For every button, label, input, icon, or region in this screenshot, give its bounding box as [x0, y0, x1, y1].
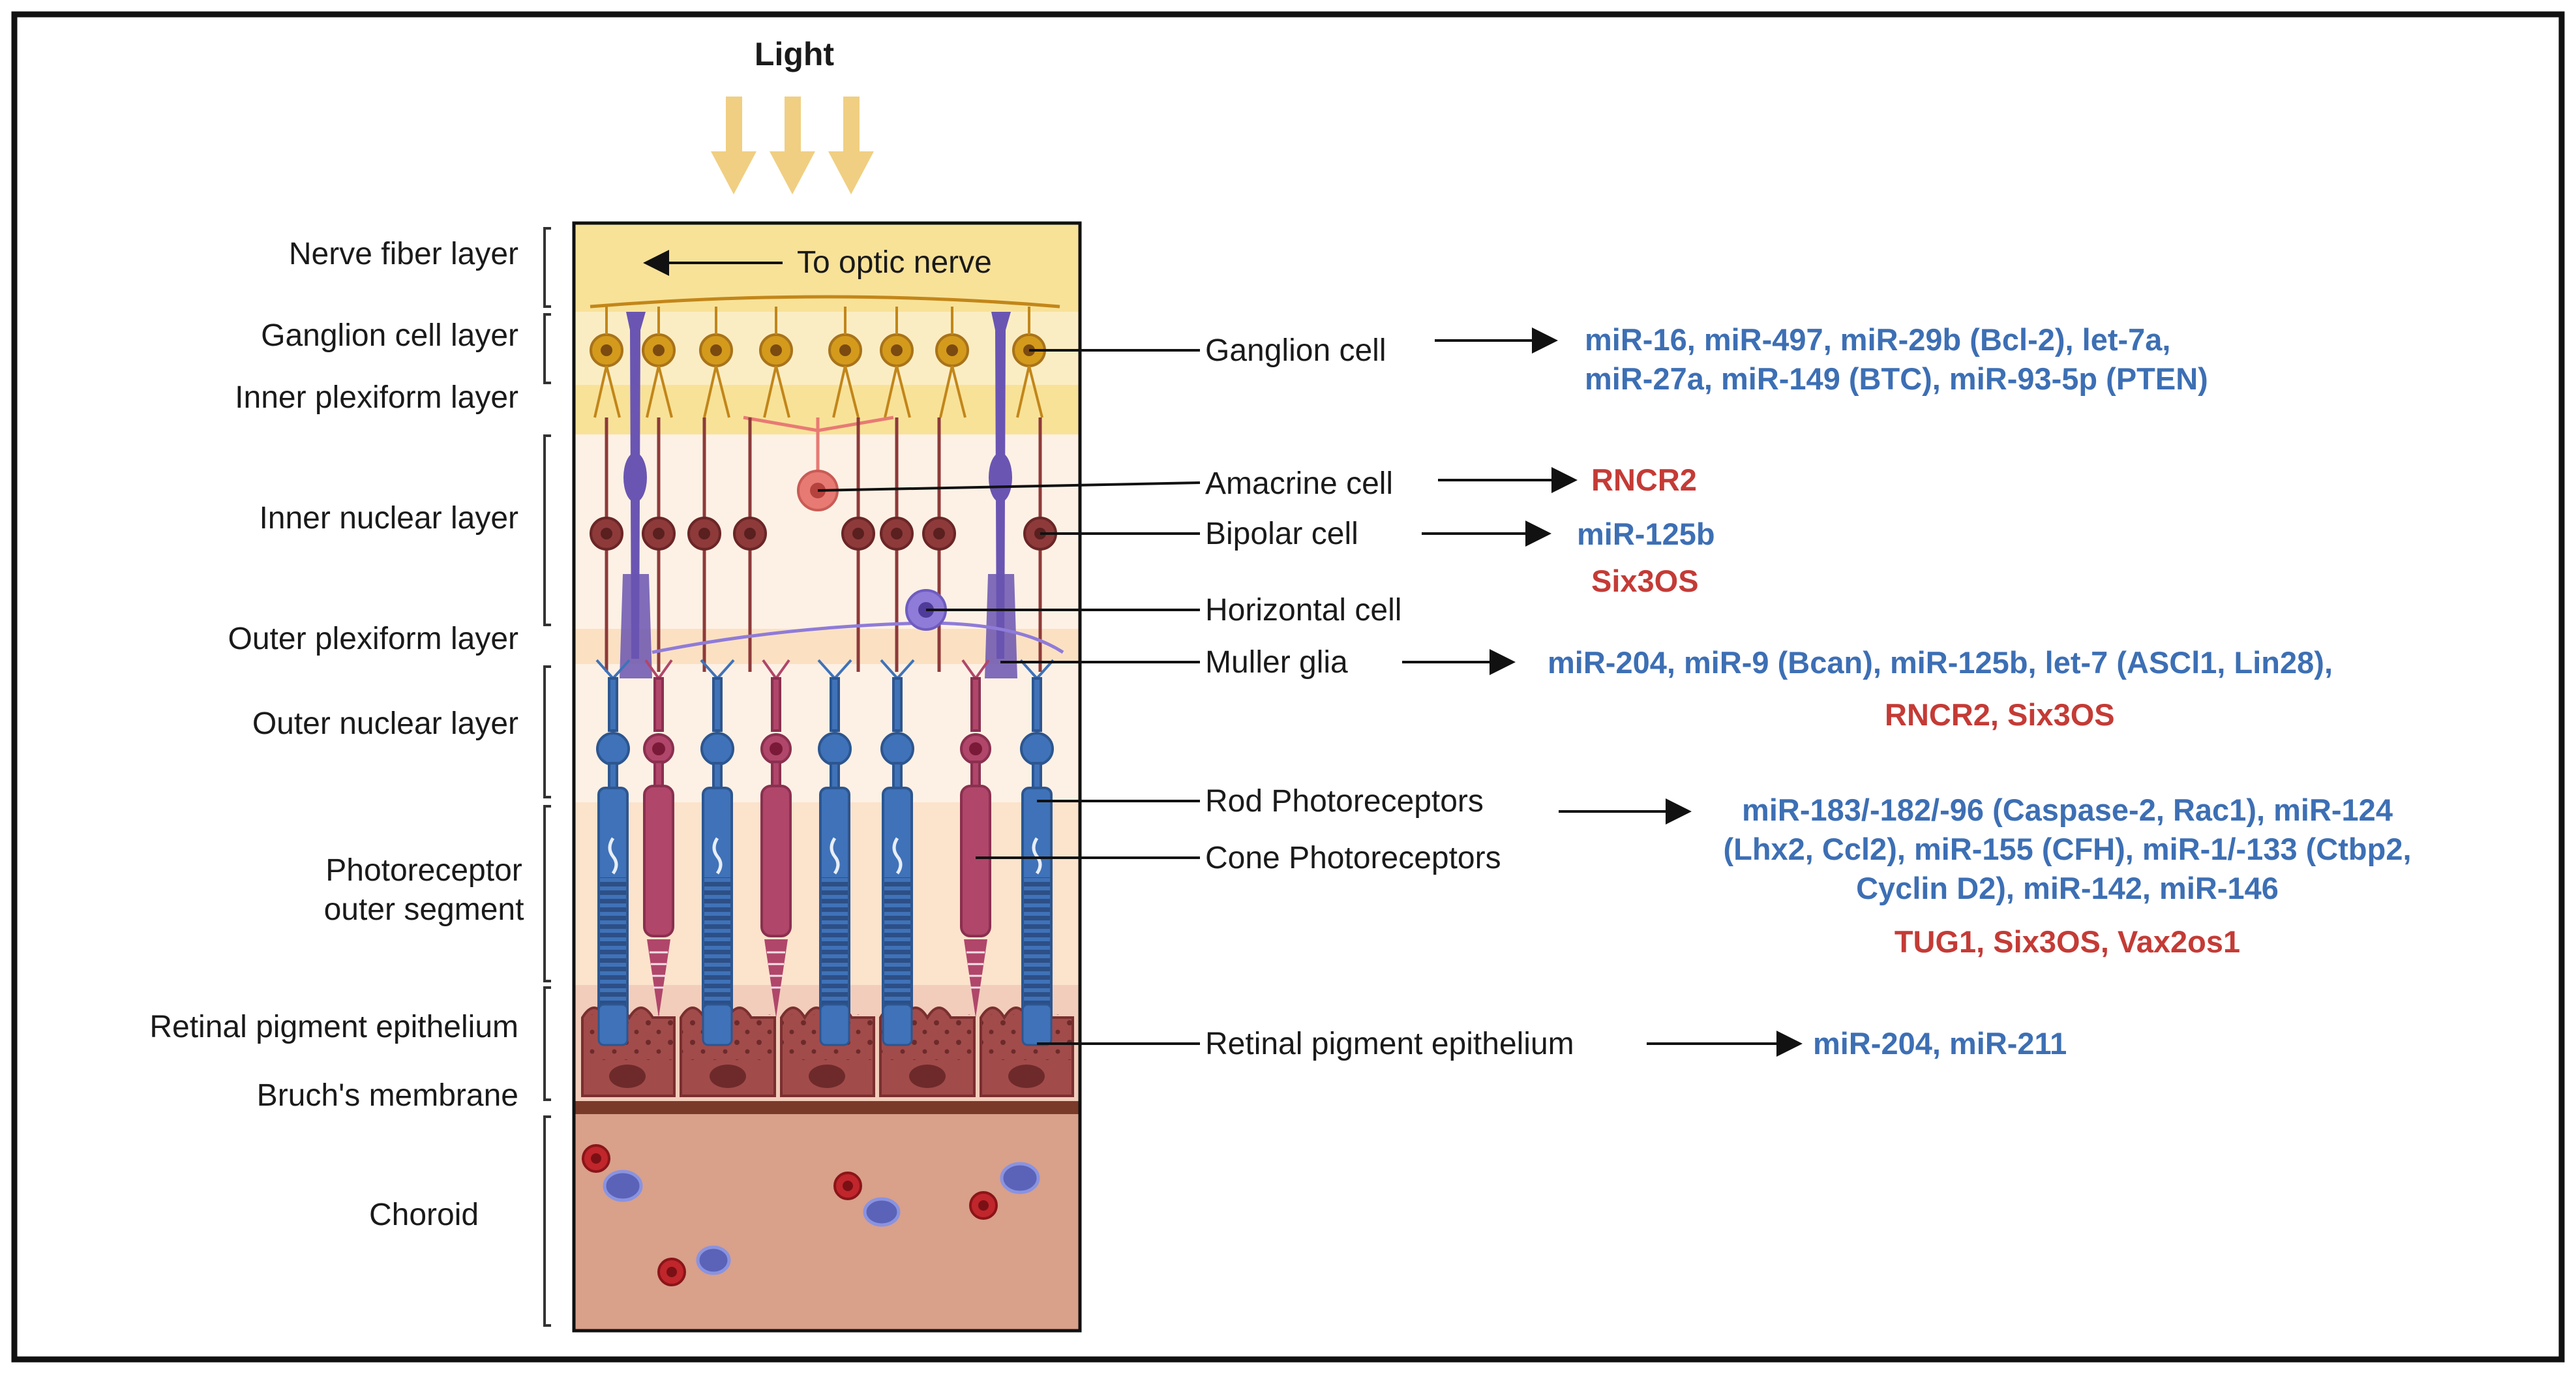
layer-label-inner-plexiform: Inner plexiform layer: [235, 380, 518, 415]
muller-glia: [620, 312, 1017, 678]
ganglion-mirna-line-2: miR-27a, miR-149 (BTC), miR-93-5p (PTEN): [1585, 361, 2208, 396]
regulator-arrows: [1402, 327, 1803, 1057]
pointer-lines: [817, 349, 1201, 1045]
figure-frame: [11, 11, 2565, 1363]
blood-cells: [582, 1144, 1040, 1286]
bipolar-cells: [590, 417, 1057, 672]
layer-label-bruchs: Bruch's membrane: [257, 1078, 518, 1113]
label-bipolar-cell: Bipolar cell: [1205, 517, 1358, 551]
layer-label-ganglion: Ganglion cell layer: [261, 318, 518, 353]
layer-label-rpe: Retinal pigment epithelium: [149, 1010, 518, 1044]
muller-mirna: miR-204, miR-9 (Bcan), miR-125b, let-7 (…: [1548, 645, 2333, 680]
light-arrows: [711, 97, 874, 194]
label-cone-photoreceptors: Cone Photoreceptors: [1205, 841, 1501, 875]
amacrine-lncrna: RNCR2: [1591, 462, 1697, 497]
layer-label-photoreceptor: Photoreceptor: [325, 853, 522, 888]
outer-nuclear-band: [574, 664, 1080, 802]
label-rod-photoreceptors: Rod Photoreceptors: [1205, 784, 1484, 819]
retina-panel: To optic nerve: [572, 221, 1082, 1333]
layer-brackets: [543, 227, 551, 1327]
photoreceptor-mirna-line-1: miR-183/-182/-96 (Caspase-2, Rac1), miR-…: [1742, 793, 2393, 827]
ganglion-cells: [590, 333, 1046, 367]
regulator-lists: miR-16, miR-497, miR-29b (Bcl-2), let-7a…: [1548, 322, 2412, 1061]
bipolar-mirna: miR-125b: [1577, 517, 1715, 551]
label-amacrine-cell: Amacrine cell: [1205, 466, 1393, 501]
layer-label-inner-nuclear: Inner nuclear layer: [259, 501, 518, 536]
label-horizontal-cell: Horizontal cell: [1205, 593, 1401, 628]
rpe-cells: [581, 1003, 1074, 1097]
layer-label-outer-plexiform: Outer plexiform layer: [228, 622, 518, 656]
label-rpe: Retinal pigment epithelium: [1205, 1027, 1574, 1061]
cone-photoreceptors: [643, 677, 991, 1018]
layer-label-outer-nuclear: Outer nuclear layer: [252, 706, 518, 741]
muller-lncrna: RNCR2, Six3OS: [1885, 697, 2115, 732]
choroid-band: [574, 1109, 1080, 1331]
bipolar-lncrna: Six3OS: [1591, 564, 1699, 598]
photoreceptor-mirna-line-2: (Lhx2, Ccl2), miR-155 (CFH), miR-1/-133 …: [1723, 832, 2411, 866]
rpe-mirna: miR-204, miR-211: [1813, 1026, 2067, 1061]
amacrine-cell-shape: [743, 416, 894, 511]
layer-label-outer-segment: outer segment: [324, 892, 524, 927]
photoreceptor-mirna-line-3: Cyclin D2), miR-142, miR-146: [1856, 871, 2279, 905]
cell-labels: Ganglion cell Amacrine cell Bipolar cell…: [1205, 333, 1574, 1061]
bruchs-membrane-band: [574, 1101, 1080, 1114]
photoreceptor-lncrna: TUG1, Six3OS, Vax2os1: [1895, 924, 2240, 959]
layer-label-nerve-fiber: Nerve fiber layer: [289, 237, 518, 271]
light-title: Light: [755, 36, 835, 72]
label-muller-glia: Muller glia: [1205, 645, 1348, 680]
ganglion-mirna-line-1: miR-16, miR-497, miR-29b (Bcl-2), let-7a…: [1585, 322, 2171, 357]
label-ganglion-cell: Ganglion cell: [1205, 333, 1386, 368]
layer-labels: Nerve fiber layer Ganglion cell layer In…: [149, 237, 524, 1232]
optic-nerve-label: To optic nerve: [797, 245, 992, 280]
layer-label-choroid: Choroid: [369, 1198, 479, 1232]
retina-border: [572, 221, 1082, 1333]
